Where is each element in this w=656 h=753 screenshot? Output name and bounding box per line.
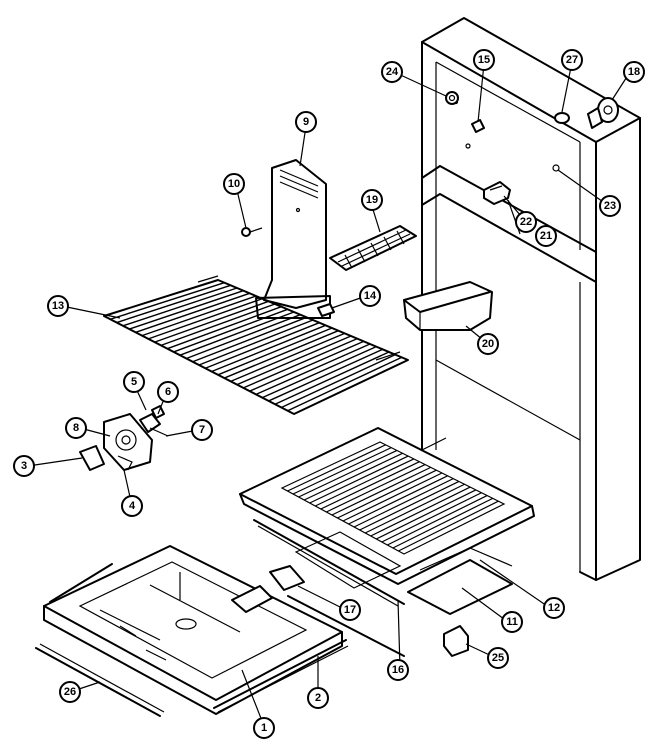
callout-20: 20	[477, 333, 499, 355]
svg-text:6: 6	[165, 386, 171, 398]
part-10-screw	[241, 227, 263, 237]
svg-text:8: 8	[73, 422, 79, 434]
svg-text:18: 18	[628, 66, 640, 78]
part-17-spacer	[269, 565, 405, 657]
callout-5: 5	[123, 371, 145, 393]
fan-motor-assembly	[79, 405, 169, 471]
callout-6: 6	[157, 381, 179, 403]
svg-text:2: 2	[315, 692, 321, 704]
svg-text:5: 5	[131, 376, 137, 388]
callout-24: 24	[381, 61, 403, 83]
callout-23: 23	[599, 195, 621, 217]
callout-11: 11	[501, 611, 523, 633]
svg-text:22: 22	[520, 216, 532, 228]
svg-text:26: 26	[64, 686, 76, 698]
part-9-evaporator-cover	[255, 159, 331, 319]
callout-25: 25	[487, 647, 509, 669]
svg-text:24: 24	[386, 66, 399, 78]
callout-21: 21	[535, 225, 557, 247]
svg-text:14: 14	[364, 290, 377, 302]
callout-22: 22	[515, 211, 537, 233]
callout-19: 19	[361, 189, 383, 211]
part-15-clip	[471, 119, 485, 133]
callout-15: 15	[473, 49, 495, 71]
part-23-fastener	[552, 164, 560, 172]
callout-7: 7	[191, 419, 213, 441]
svg-text:27: 27	[566, 54, 578, 66]
svg-text:11: 11	[506, 616, 518, 628]
callout-2: 2	[307, 687, 329, 709]
part-20-ice-bin	[403, 281, 493, 331]
part-14-clip	[317, 303, 335, 317]
part-26-rail	[35, 643, 165, 717]
part-2-rail	[213, 639, 349, 713]
svg-text:25: 25	[492, 652, 504, 664]
part-19-ice-tray	[329, 225, 417, 271]
svg-text:12: 12	[548, 602, 560, 614]
refrigerator-cabinet	[421, 17, 641, 581]
callout-16: 16	[387, 659, 409, 681]
part-1-bottom-tray	[43, 545, 343, 715]
svg-text:13: 13	[52, 300, 64, 312]
svg-text:15: 15	[478, 54, 490, 66]
callout-18: 18	[623, 61, 645, 83]
svg-text:17: 17	[344, 604, 356, 616]
svg-text:1: 1	[261, 722, 267, 734]
svg-text:23: 23	[604, 200, 616, 212]
cover-ribs	[287, 444, 499, 552]
callout-8: 8	[65, 417, 87, 439]
svg-text:20: 20	[482, 338, 494, 350]
callout-1: 1	[253, 717, 275, 739]
part-18-damper-knob	[587, 97, 619, 129]
callout-9: 9	[295, 111, 317, 133]
callout-17: 17	[339, 599, 361, 621]
svg-text:9: 9	[303, 116, 309, 128]
shelf-wires	[110, 282, 402, 412]
callout-26: 26	[59, 681, 81, 703]
svg-text:16: 16	[392, 664, 404, 676]
callout-14: 14	[359, 285, 381, 307]
leader-lines	[27, 61, 631, 727]
part-25-bracket	[443, 625, 469, 657]
svg-text:3: 3	[21, 460, 27, 472]
left-rail	[49, 563, 113, 603]
callout-10: 10	[223, 173, 245, 195]
svg-text:21: 21	[540, 230, 552, 242]
svg-text:19: 19	[366, 194, 378, 206]
svg-text:10: 10	[228, 178, 240, 190]
callout-27: 27	[561, 49, 583, 71]
part-22-21-thermostat	[483, 181, 511, 205]
svg-text:7: 7	[199, 424, 205, 436]
part-11-crisper-panel	[294, 531, 513, 615]
part-12-crisper-cover	[239, 427, 535, 585]
part-27-cap	[554, 112, 570, 124]
callout-12: 12	[543, 597, 565, 619]
part-13-wire-shelf	[103, 275, 409, 415]
callout-4: 4	[121, 495, 143, 517]
svg-text:4: 4	[129, 500, 136, 512]
callout-13: 13	[47, 295, 69, 317]
part-16-rail	[253, 519, 405, 607]
callout-3: 3	[13, 455, 35, 477]
part-24-grommet	[445, 91, 459, 105]
